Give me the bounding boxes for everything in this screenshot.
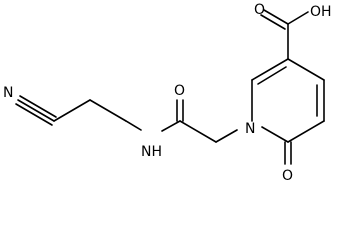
amide-oxygen-label: O [174,83,185,99]
cooh-carbonyl-bond-1 [263,9,289,25]
amide-nh-label: NH [141,144,162,160]
nitrile-bond-3 [15,103,53,126]
ring-c2-c3-inner-bond [257,66,287,85]
chain-bond-1 [53,99,91,122]
cooh-oh-bond [287,11,309,25]
nitrile-bond-2 [19,95,57,118]
chain-to-nh-bond [125,120,142,131]
nitrile-nitrogen-label: N [3,85,13,101]
ring-nitrogen-label: N [245,121,255,137]
ring-oxo-oxygen-label: O [282,168,293,184]
chain-bond-2 [89,99,127,122]
ring-c2-c3-bond [251,58,289,81]
atom-labels: N NH O N O O OH [3,2,332,184]
bonds [15,9,325,165]
nh-to-carbonyl-bond [161,120,181,132]
carboxylic-oh-label: OH [310,4,332,20]
ch2-to-ring-n-bond [215,129,238,143]
cooh-carbonyl-bond-2 [260,14,286,30]
carboxyl-carbonyl-oxygen-label: O [254,2,265,18]
chemical-structure: N NH O N O O OH [3,2,332,184]
carbonyl-to-ch2-bond [179,120,217,143]
ring-c6-to-n-bond [261,126,289,143]
nitrile-bond-1 [17,99,55,122]
ring-c5-c6-bond [287,120,325,143]
ring-c3-c4-bond [287,58,325,81]
